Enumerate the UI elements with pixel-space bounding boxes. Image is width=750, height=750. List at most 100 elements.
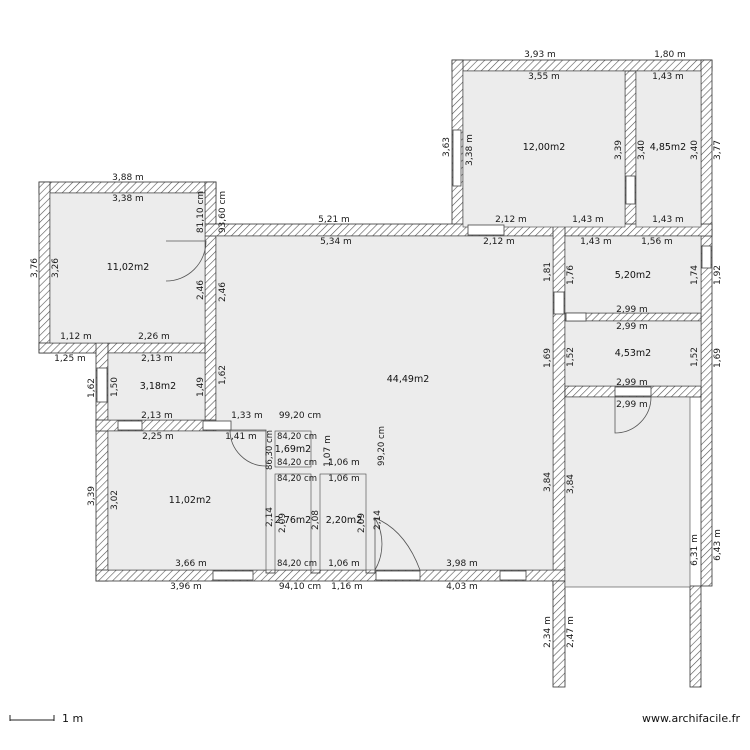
dimension-label: 1,52 <box>690 347 700 367</box>
door-swing-left-top <box>165 240 207 282</box>
dimension-label: 1,92 <box>713 265 723 285</box>
dimension-labels-horizontal: 3,93 m 1,80 m 3,55 m 1,43 m 2,12 m 1,43 … <box>54 50 686 592</box>
dimension-label: 93,60 cm <box>218 191 228 233</box>
dimension-label: 2,99 m <box>616 400 648 410</box>
dimension-label: 5,21 m <box>318 215 350 225</box>
door-swing-center <box>374 517 421 572</box>
dimension-label: 84,20 cm <box>277 432 317 442</box>
dimension-label: 1,12 m <box>60 332 92 342</box>
dimension-label: 84,20 cm <box>277 458 317 468</box>
dimension-label: 3,98 m <box>446 559 478 569</box>
dimension-label: 1,07 m <box>323 435 333 467</box>
dimension-label: 2,46 <box>218 282 228 302</box>
area-label: 1,69m2 <box>275 444 311 455</box>
door-swing-right <box>614 396 652 434</box>
dimension-label: 3,76 <box>30 258 40 278</box>
dimension-label: 99,20 cm <box>279 411 321 421</box>
area-label: 5,20m2 <box>615 270 651 281</box>
dimension-label: 3,77 <box>713 140 723 160</box>
scale-label: 1 m <box>62 712 83 725</box>
dimension-label: 1,62 <box>218 365 228 385</box>
dimension-label: 1,43 m <box>572 215 604 225</box>
dimension-label: 84,20 cm <box>277 559 317 569</box>
dimension-label: 1,16 m <box>331 582 363 592</box>
dimension-label: 1,43 m <box>652 72 684 82</box>
dimension-label: 3,93 m <box>524 50 556 60</box>
dimension-labels-vertical: 3,63 3,38 m 3,39 3,40 3,40 3,77 81,10 cm… <box>30 134 723 648</box>
dimension-label: 2,13 m <box>141 411 173 421</box>
dimension-label: 6,43 m <box>713 529 723 561</box>
dimension-label: 2,99 m <box>616 322 648 332</box>
dimension-label: 2,08 <box>311 510 321 530</box>
dimension-label: 1,43 m <box>580 237 612 247</box>
dimension-label: 3,02 <box>110 490 120 510</box>
openings <box>96 129 712 581</box>
dimension-label: 1,41 m <box>225 432 257 442</box>
area-label: 44,49m2 <box>387 374 430 385</box>
dimension-label: 84,20 cm <box>277 474 317 484</box>
dimension-label: 1,06 m <box>328 474 360 484</box>
dimension-label: 4,03 m <box>446 582 478 592</box>
dimension-label: 2,46 <box>196 280 206 300</box>
dimension-label: 1,25 m <box>54 354 86 364</box>
dimension-label: 2,47 m <box>566 616 576 648</box>
dimension-label: 2,09 <box>278 513 288 533</box>
room-area-labels: 12,00m2 4,85m2 11,02m2 3,18m2 11,02m2 44… <box>107 142 686 526</box>
dimension-label: 2,99 m <box>616 305 648 315</box>
area-label: 3,18m2 <box>140 381 176 392</box>
dimension-label: 3,66 m <box>175 559 207 569</box>
dimension-label: 2,12 m <box>495 215 527 225</box>
dimension-label: 5,34 m <box>320 237 352 247</box>
dimension-label: 1,06 m <box>328 458 360 468</box>
dimension-label: 3,40 <box>690 140 700 160</box>
area-label: 2,76m2 <box>275 515 311 526</box>
dimension-label: 1,74 <box>690 265 700 285</box>
dimension-label: 3,63 <box>442 137 452 157</box>
dimension-label: 81,10 cm <box>196 191 206 233</box>
door-swing-main-left <box>229 429 267 467</box>
watermark: www.archifacile.fr <box>642 712 740 725</box>
dimension-label: 3,84 <box>566 474 576 494</box>
dimension-label: 1,62 <box>87 378 97 398</box>
dimension-label: 3,84 <box>543 472 553 492</box>
area-label: 4,53m2 <box>615 348 651 359</box>
dimension-label: 1,56 m <box>641 237 673 247</box>
dimension-label: 3,38 m <box>112 194 144 204</box>
area-label: 11,02m2 <box>169 495 212 506</box>
dimension-label: 1,76 <box>566 265 576 285</box>
dimension-label: 3,39 <box>87 486 97 506</box>
dimension-label: 1,81 <box>543 262 553 282</box>
dimension-label: 2,14 <box>265 507 275 527</box>
dimension-label: 3,88 m <box>112 173 144 183</box>
dimension-label: 3,96 m <box>170 582 202 592</box>
scale-bar: 1 m <box>9 712 83 725</box>
area-label: 4,85m2 <box>650 142 686 153</box>
dimension-label: 3,55 m <box>528 72 560 82</box>
dimension-label: 1,50 <box>110 377 120 397</box>
dimension-label: 1,69 <box>713 348 723 368</box>
dimension-label: 2,12 m <box>483 237 515 247</box>
area-label: 11,02m2 <box>107 262 150 273</box>
dimension-label: 2,14 <box>373 510 383 530</box>
dimension-label: 1,52 <box>566 347 576 367</box>
dimension-label: 2,99 m <box>616 378 648 388</box>
dimension-label: 2,26 m <box>138 332 170 342</box>
dimension-label: 3,26 <box>51 258 61 278</box>
dimension-label: 2,34 m <box>543 616 553 648</box>
dimension-label: 1,49 <box>196 377 206 397</box>
rooms <box>49 70 702 588</box>
dimension-label: 1,69 <box>543 348 553 368</box>
dimension-label: 86,30 cm <box>265 430 275 470</box>
dimension-label: 3,39 <box>614 140 624 160</box>
dimension-label: 6,31 m <box>690 534 700 566</box>
dimension-label: 1,80 m <box>654 50 686 60</box>
dimension-label: 1,06 m <box>328 559 360 569</box>
dimension-label: 3,40 <box>637 140 647 160</box>
area-label: 12,00m2 <box>523 142 566 153</box>
dimension-label: 1,33 m <box>231 411 263 421</box>
dimension-label: 2,13 m <box>141 354 173 364</box>
dimension-label: 2,25 m <box>142 432 174 442</box>
dimension-label: 3,38 m <box>465 134 475 166</box>
dimension-label: 99,20 cm <box>377 426 387 466</box>
dimension-label: 94,10 cm <box>279 582 321 592</box>
